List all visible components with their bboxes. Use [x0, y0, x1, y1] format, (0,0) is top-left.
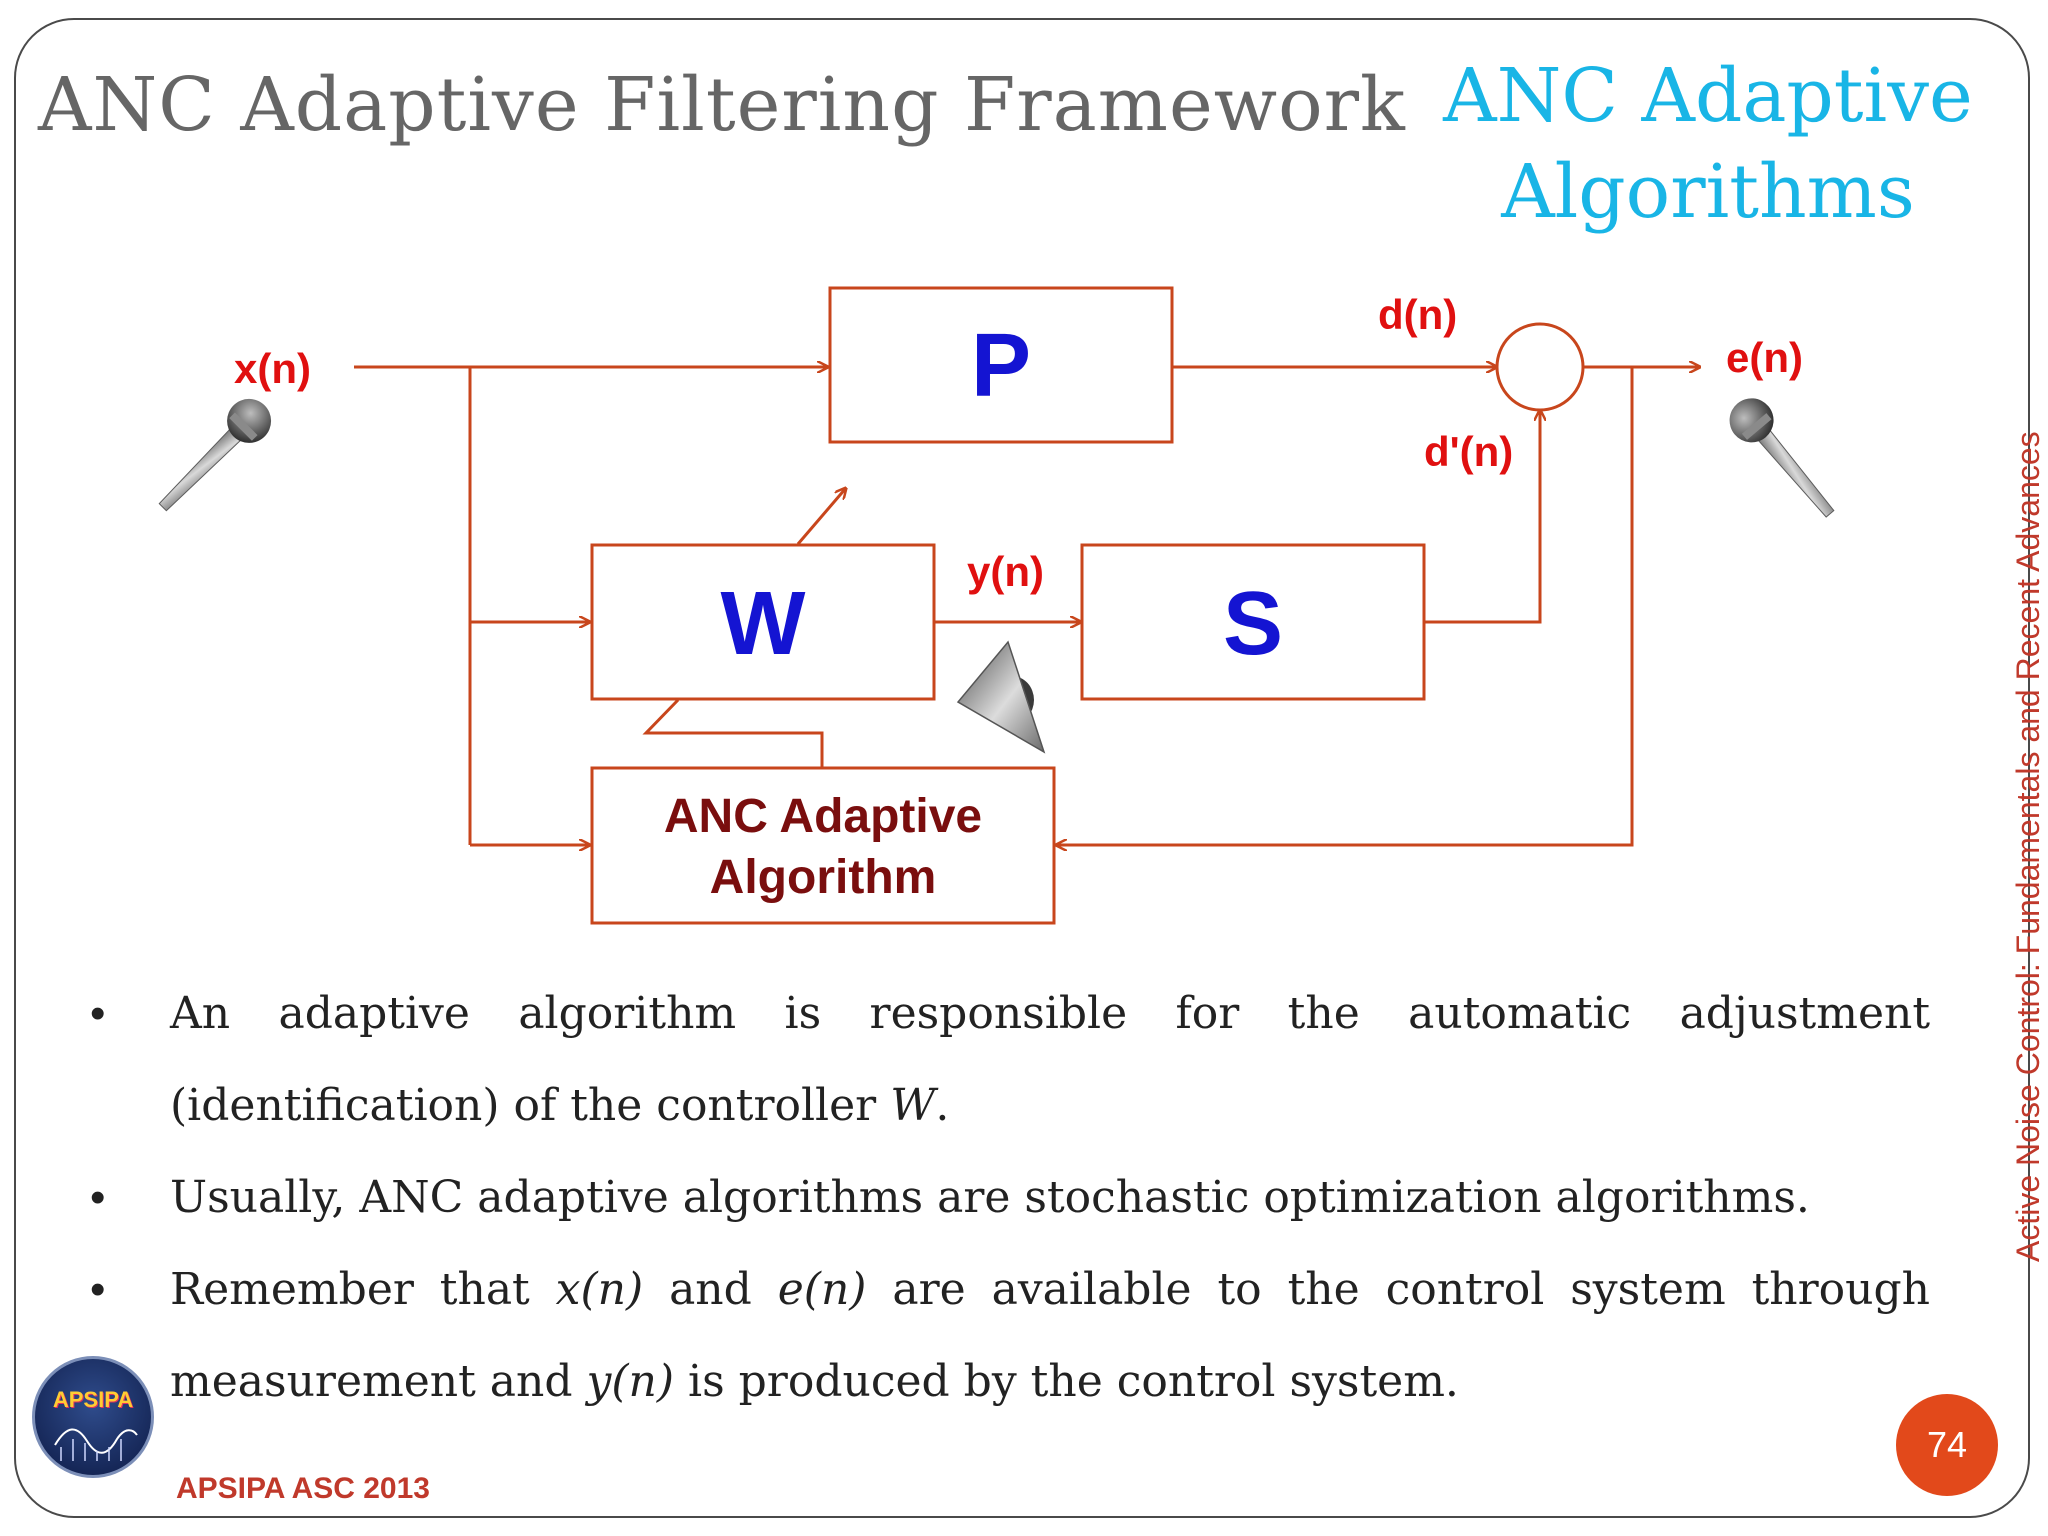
error-microphone-icon	[1729, 398, 1835, 518]
logo-text: APSIPA	[52, 1387, 134, 1412]
signal-y-label: y(n)	[967, 548, 1044, 595]
bullet-3-text-c: are available to the control system thro…	[170, 1264, 1930, 1407]
reference-microphone-icon	[158, 398, 272, 512]
apsipa-logo: APSIPA	[32, 1356, 154, 1478]
bullet-2-text: Usually, ANC adaptive algorithms are sto…	[170, 1172, 1810, 1223]
adaptive-algorithm-block	[590, 766, 1056, 925]
section-title-line2: Algorithms	[1501, 149, 1915, 235]
signal-d-label: d(n)	[1378, 291, 1457, 338]
s-block-label: S	[1223, 574, 1283, 674]
loudspeaker-icon	[956, 640, 1046, 754]
signal-x-label: x(n)	[234, 345, 311, 392]
w-adaptive-arrow	[796, 488, 846, 545]
s-to-sum-line	[1424, 410, 1540, 624]
anc-block-diagram: P W S ANC Adaptive Algorithm x(n) d(n) d…	[158, 286, 1835, 925]
signal-d-prime-label: d'(n)	[1424, 428, 1513, 475]
summing-junction	[1495, 322, 1585, 412]
bullet-item-2: Usually, ANC adaptive algorithms are sto…	[90, 1152, 1930, 1244]
bullet-list: An adaptive algorithm is responsible for…	[90, 968, 1930, 1428]
bullet-3-text-d: is produced by the control system.	[674, 1356, 1459, 1407]
p-block	[828, 286, 1174, 444]
algorithm-label-line2: Algorithm	[710, 851, 937, 904]
alg-to-w-update	[642, 698, 824, 768]
bullet-1-text-end: .	[935, 1080, 950, 1131]
p-block-label: P	[971, 316, 1031, 416]
slide-title: ANC Adaptive Filtering Framework	[38, 62, 1406, 148]
e-feedback-line	[1056, 367, 1634, 845]
w-block-label: W	[721, 574, 806, 674]
logo-wave-icon	[54, 1428, 138, 1461]
footer-conference: APSIPA ASC 2013	[176, 1472, 430, 1505]
bullet-3-var-y: y(n)	[586, 1356, 675, 1407]
section-title-line1: ANC Adaptive	[1443, 53, 1973, 139]
bullet-3-var-e: e(n)	[777, 1264, 867, 1315]
signal-e-label: e(n)	[1726, 334, 1803, 381]
s-block	[1080, 543, 1426, 701]
bullet-1-var-w: W	[890, 1080, 936, 1131]
section-title: ANC Adaptive Algorithms	[1428, 48, 1988, 240]
bullet-item-3: Remember that x(n) and e(n) are availabl…	[90, 1244, 1930, 1428]
bullet-3-text-b: and	[643, 1264, 778, 1315]
bullet-3-var-x: x(n)	[555, 1264, 644, 1315]
bullet-1-text: An adaptive algorithm is responsible for…	[170, 988, 1930, 1131]
bullet-item-1: An adaptive algorithm is responsible for…	[90, 968, 1930, 1152]
algorithm-label-line1: ANC Adaptive	[664, 790, 982, 843]
w-block	[590, 543, 936, 701]
signal-lines	[354, 367, 1700, 845]
page-number-badge: 74	[1896, 1394, 1998, 1496]
bullet-3-text-a: Remember that	[170, 1264, 556, 1315]
